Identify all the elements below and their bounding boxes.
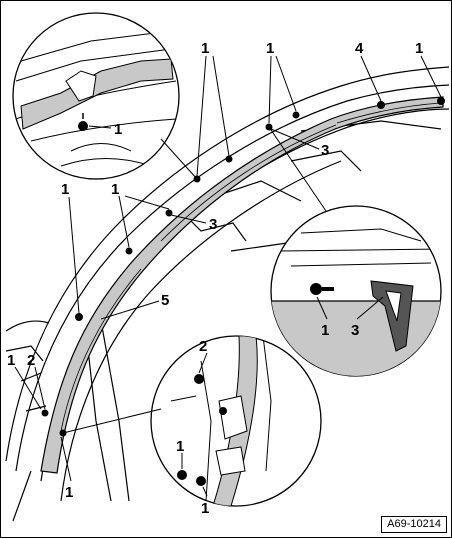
callout-3: 3 <box>321 142 329 159</box>
callout-1: 1 <box>415 40 423 57</box>
callout-4: 4 <box>355 40 364 57</box>
leader-inset3 <box>62 408 162 434</box>
mounting-bolts <box>41 97 445 437</box>
clip-icon <box>377 101 385 109</box>
callout-1: 1 <box>176 438 184 455</box>
callout-1: 1 <box>65 484 73 501</box>
callout-3: 3 <box>209 216 217 233</box>
bolt-icon <box>75 313 83 321</box>
callout-1: 1 <box>201 40 209 57</box>
leader-inset2 <box>268 126 327 212</box>
callout-1: 1 <box>111 181 119 198</box>
bolt-icon <box>78 121 88 131</box>
bolt-icon <box>177 470 187 480</box>
callout-3: 3 <box>351 322 359 339</box>
callout-1: 1 <box>7 352 15 369</box>
bolt-icon <box>165 209 173 217</box>
bolt-icon <box>196 476 206 486</box>
callout-1: 1 <box>201 500 209 517</box>
callout-2: 2 <box>199 338 207 355</box>
bolt-icon <box>292 111 300 119</box>
bolt-icon <box>310 283 322 295</box>
callout-5: 5 <box>161 292 169 309</box>
callout-1: 1 <box>61 181 69 198</box>
bolt-icon <box>41 409 49 417</box>
figure-reference-code: A69-10214 <box>381 516 447 533</box>
callout-1: 1 <box>321 322 329 339</box>
detail-inset-bottom <box>150 335 322 507</box>
bolt-icon <box>219 407 227 415</box>
callout-1: 1 <box>114 121 122 138</box>
bolt-icon <box>437 97 445 105</box>
leader-inset1 <box>160 138 198 180</box>
bolt-icon <box>225 155 233 163</box>
bolt-icon <box>125 247 133 255</box>
clip-icon <box>194 374 204 384</box>
callout-leaders <box>14 55 442 497</box>
detail-inset-top-left <box>12 12 180 180</box>
callout-2: 2 <box>27 352 35 369</box>
callout-1: 1 <box>266 40 274 57</box>
detail-inset-right <box>270 205 442 377</box>
callout-labels: 1 1 4 1 1 3 1 1 3 5 1 3 1 2 1 2 1 1 <box>7 40 423 517</box>
